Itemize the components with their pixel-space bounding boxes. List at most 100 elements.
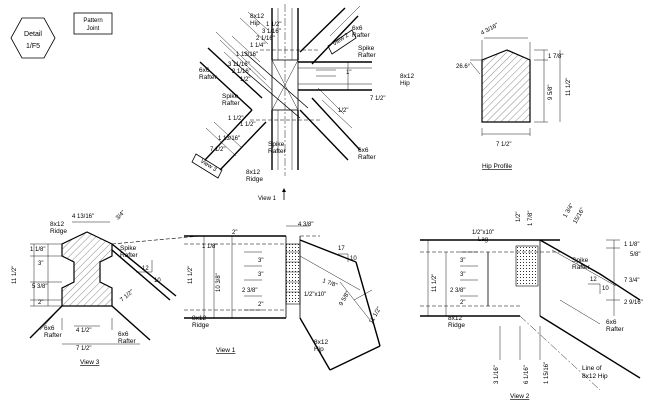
label-spike-ur-2: Rafter: [358, 52, 377, 59]
v1-dim-inner: 10 3/8": [216, 273, 222, 292]
v2-dim-t2: 1 7/8": [528, 211, 534, 226]
v2-slope-rise: 10: [602, 286, 609, 292]
detail-badge: Detail 1/F5: [10, 17, 56, 59]
label-hip-top-1: 8x12: [250, 13, 264, 20]
v2-label-spike-2: Rafter: [572, 264, 591, 271]
v3-slope-run: 12: [142, 266, 149, 272]
v3-dim-left-total: 11 1/2": [12, 266, 18, 284]
v2-dim-b3: 1 15/16": [544, 362, 550, 384]
v2-label-rafter-1: 6x6: [606, 319, 617, 326]
v2-label-lag-2: Lag: [478, 237, 488, 243]
v3-label-ridge-1: 8x12: [50, 221, 64, 228]
v2-dim-l2: 3": [460, 272, 465, 278]
plan-view: 8x12 Hip 1 1/2" 3 1/16" 2 1/16" 1 1/4" 1…: [191, 4, 414, 202]
v2-label-ridge-2: Ridge: [448, 322, 465, 329]
detail-badge-line2: 1/F5: [26, 43, 40, 50]
view1-tag: View 1: [258, 188, 286, 202]
label-rafter-lr-1: 6x6: [358, 147, 369, 154]
label-rafter-tr-2: Rafter: [352, 32, 371, 39]
v1-dim-d2: 2": [232, 230, 237, 236]
pattern-joint-box: Pattern Joint: [73, 12, 113, 35]
dim-plan-3: 2 1/16": [256, 36, 275, 42]
v1-title: View 1: [216, 347, 236, 354]
view-2: 1/2"x10" Lag 1/2" 1 7/8" 1 3/4" 15/16" 1…: [420, 203, 643, 400]
v2-dim-r3: 7 3/4": [624, 278, 639, 284]
view1-tag-text: View 1: [258, 196, 277, 202]
v2-dim-b1: 3 1/16": [494, 365, 500, 384]
v1-diag1: 1 7/8": [321, 278, 338, 289]
dim-plan-13: 1 1/2": [240, 122, 255, 128]
v1-label-ridge-1: 8x12: [192, 315, 206, 322]
label-hip-top-2: Hip: [250, 20, 260, 27]
v2-dim-r4: 2 9/16": [624, 300, 643, 306]
dim-plan-2: 3 1/16": [262, 29, 281, 35]
pattern-box-line2: Joint: [87, 26, 100, 32]
v1-slope-run: 17: [338, 246, 345, 252]
v2-dim-l1: 3": [460, 258, 465, 264]
pattern-box-line1: Pattern: [83, 18, 102, 24]
label-spike-ul-1: Spike: [222, 93, 239, 100]
view3-tag-text: View 3: [199, 159, 218, 174]
v3-title: View 3: [80, 359, 100, 366]
v3-dim-l1: 1 1/8": [30, 247, 45, 253]
dim-plan-15: 7 1/2": [210, 147, 225, 153]
v3-dim-b1: 4 1/2": [76, 328, 91, 334]
label-hip-right-1: 8x12: [400, 73, 414, 80]
hip-profile-title: Hip Profile: [482, 163, 512, 170]
hip-dim-right-top: 1 7/8": [548, 54, 563, 60]
label-rafter-tl-1: 6x6: [199, 67, 210, 74]
dim-plan-1: 1 1/2": [266, 22, 281, 28]
v2-label-spike-1: Spike: [572, 257, 589, 264]
label-rafter-lr-2: Rafter: [358, 154, 377, 161]
v3-label-rafter-right-2: Rafter: [118, 338, 137, 345]
v1-label-hip-1: 8x12: [314, 339, 328, 346]
dim-plan-9: 1": [346, 70, 351, 76]
v3-dim-top-b: 3/4": [115, 210, 127, 222]
v2-label-line-hip-2: 8x12 Hip: [582, 373, 608, 380]
label-spike-ur-1: Spike: [358, 45, 375, 52]
label-rafter-tl-2: Rafter: [199, 74, 218, 81]
v2-dim-b2: 6 1/16": [524, 365, 530, 384]
v2-label-rafter-2: Rafter: [606, 326, 625, 333]
v1-lag: 1/2"x10": [304, 292, 326, 298]
label-ridge-2: Ridge: [246, 176, 263, 183]
v1-label-hip-2: Hip: [314, 346, 324, 353]
v2-label-ridge-1: 8x12: [448, 315, 462, 322]
label-spike-lower-1: Spike: [268, 141, 285, 148]
v2-label-lag-1: 1/2"x10": [472, 230, 494, 236]
v1-dim-s238: 2 3/8": [242, 288, 257, 294]
hip-dim-angle: 26.6°: [456, 64, 471, 70]
v1-dim-d118: 1 1/8": [202, 244, 217, 250]
v2-dim-t3: 1 3/4": [563, 203, 576, 219]
hip-dim-right-mid: 9 5/8": [548, 85, 554, 100]
dim-plan-6: 3 11/16": [228, 62, 250, 68]
v1-dim-top: 4 3/8": [298, 222, 313, 228]
v3-dim-diag: 7 1/2": [119, 289, 135, 304]
dim-plan-10: 7 1/2": [370, 96, 385, 102]
v1-dim-left-total: 11 1/2": [188, 266, 194, 284]
v2-dim-r2: 5/8": [630, 252, 640, 258]
v1-dim-s2: 2": [258, 302, 263, 308]
label-hip-right-2: Hip: [400, 80, 410, 87]
v1-dim-s3b: 3": [258, 272, 263, 278]
label-spike-ul-2: Rafter: [222, 100, 241, 107]
dim-plan-7: 2 1/16": [232, 69, 251, 75]
label-ridge-1: 8x12: [246, 169, 260, 176]
v3-label-ridge-2: Ridge: [50, 228, 67, 235]
detail-badge-line1: Detail: [24, 31, 42, 38]
dim-plan-12: 1 1/2": [228, 116, 243, 122]
v2-title: View 2: [510, 393, 530, 400]
v1-dim-s3a: 3": [258, 258, 263, 264]
dim-plan-14: 1 13/16": [218, 136, 240, 142]
v2-label-line-hip-1: Line of: [582, 365, 602, 372]
dim-plan-5: 1 13/16": [236, 52, 258, 58]
label-rafter-tr-1: 6x6: [352, 25, 363, 32]
label-spike-lower-2: Rafter: [268, 148, 287, 155]
v2-dim-l4: 2": [460, 300, 465, 306]
view-1: 4 3/8" 2" 1 1/8" 11 1/2" 10 3/8" 3" 3" 2…: [184, 222, 383, 371]
dim-plan-11: 1/2": [338, 108, 348, 114]
v2-slope-run: 12: [590, 277, 597, 283]
v3-label-rafter-left-2: Rafter: [44, 332, 63, 339]
v1-diag2: 9 5/8": [339, 291, 352, 307]
